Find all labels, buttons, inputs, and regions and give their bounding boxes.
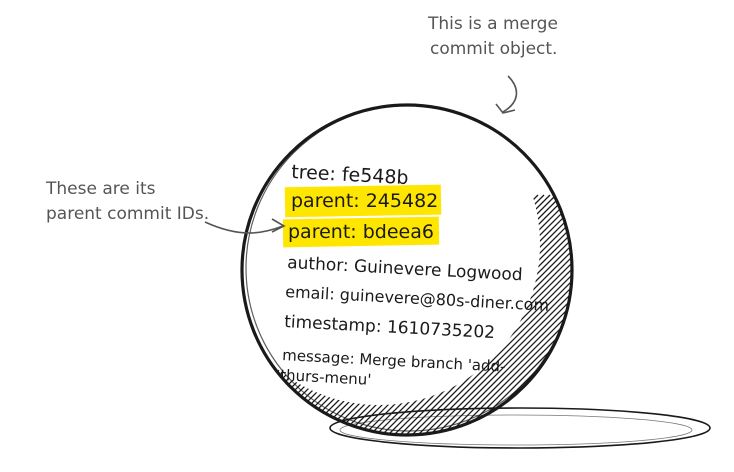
hatch-line (427, 194, 572, 435)
hatch-line (626, 195, 734, 455)
hatch-line (242, 194, 281, 435)
hatch-line (523, 194, 572, 435)
hatch-line (578, 195, 734, 455)
hatch-line (644, 195, 734, 455)
parent1-highlight (284, 184, 442, 218)
hatch-line (415, 194, 572, 435)
commit-sphere-sketch-line (245, 104, 573, 432)
hatch-line (674, 195, 734, 455)
hatch-line (584, 195, 734, 455)
parents-note-line2: parent commit IDs. (46, 204, 209, 224)
hatch-line (650, 195, 734, 455)
parents-note-arrow (204, 221, 284, 234)
parent2-field: parent: bdeea6 (288, 221, 434, 243)
hatch-line (638, 195, 734, 455)
hatch-line (692, 195, 734, 455)
hatch-line (716, 195, 734, 455)
hatch-line (421, 194, 572, 435)
hatch-line (704, 195, 734, 455)
hatch-line (668, 195, 734, 455)
hatch-line (710, 195, 734, 455)
merge-note-arrowhead (495, 103, 516, 114)
hatch-line (632, 195, 734, 455)
message-field-line2: thurs-menu' (280, 366, 372, 389)
merge-note-line2: commit object. (430, 39, 557, 59)
hatch-line (242, 194, 269, 435)
hatch-line (242, 194, 275, 435)
hatch-line (590, 195, 734, 455)
hatch-line (596, 195, 734, 455)
merge-note-line1: This is a merge (427, 14, 558, 34)
hatch-line (397, 194, 572, 435)
hatch-line (686, 195, 734, 455)
hatch-line (529, 194, 572, 435)
hatch-line (680, 195, 734, 455)
hatch-line (242, 194, 263, 435)
parent1-field: parent: 245482 (291, 190, 438, 212)
hatch-line (517, 194, 572, 435)
hatch-line (403, 194, 572, 435)
parent2-highlight (282, 216, 440, 248)
hatch-line (391, 194, 572, 435)
hatch-line (409, 194, 572, 435)
parents-note-line1: These are its (45, 179, 156, 199)
ground-shadow-inner (339, 414, 693, 446)
hatch-line (571, 194, 572, 435)
ground-shadow (329, 407, 711, 449)
parents-note-arrowhead (271, 218, 286, 233)
merge-note-arrow (502, 75, 518, 113)
hatch-line (698, 195, 734, 455)
